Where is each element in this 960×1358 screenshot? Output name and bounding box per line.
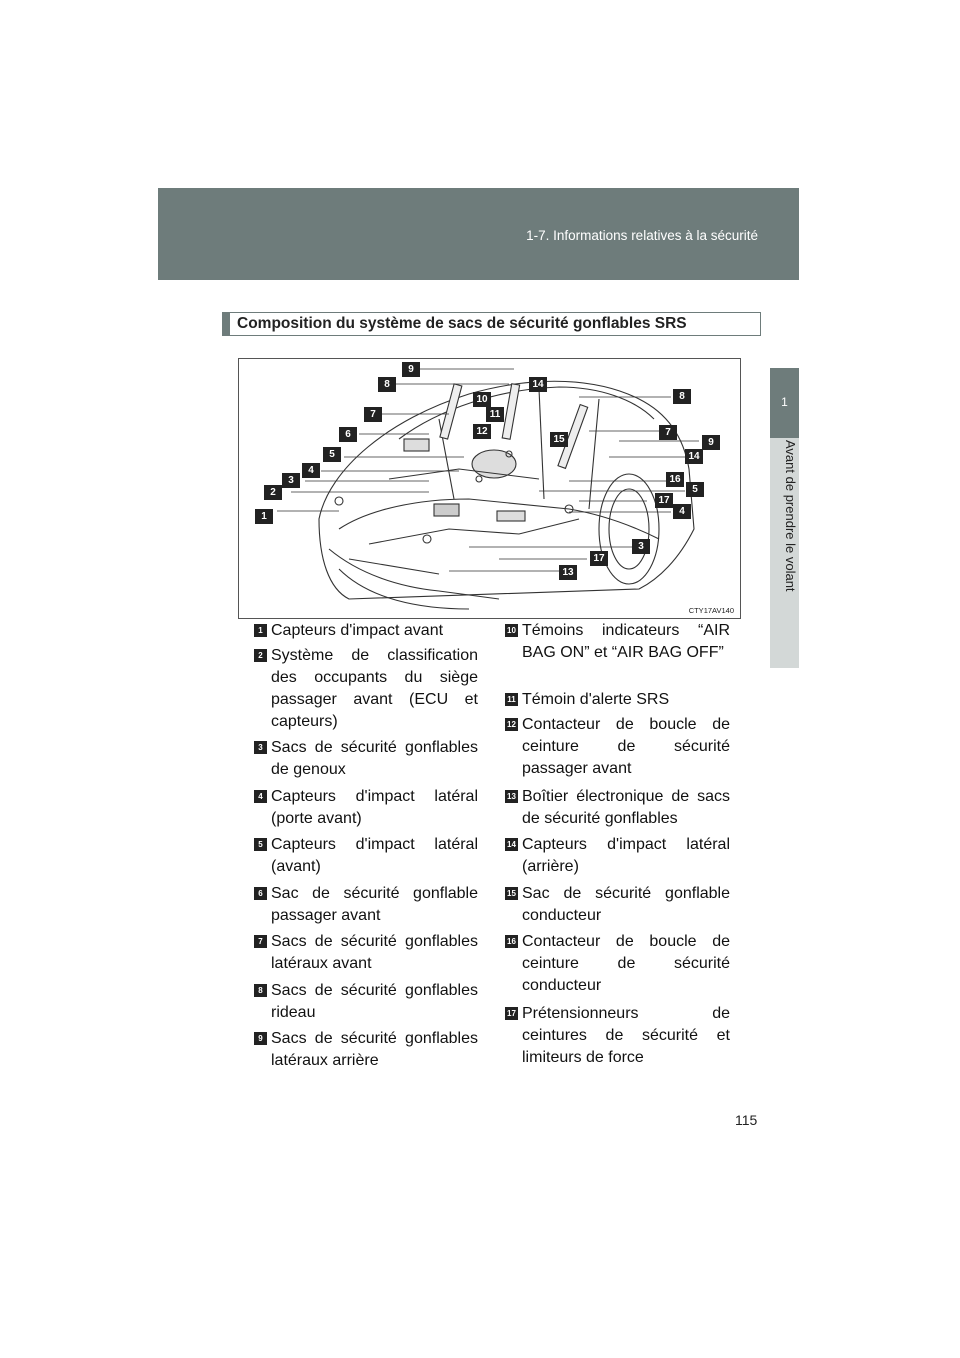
section-accent	[223, 313, 230, 335]
section-title: Composition du système de sacs de sécuri…	[237, 315, 687, 333]
figure-callout: 16	[666, 472, 684, 487]
item-number-badge: 12	[505, 718, 518, 731]
item-text: Capteurs d'impact latéral (avant)	[271, 834, 478, 878]
figure-callout: 12	[473, 424, 491, 439]
figure-callout: 9	[702, 435, 720, 450]
figure-callout: 2	[264, 485, 282, 500]
item-text: Témoins indicateurs “AIR BAG ON” et “AIR…	[522, 620, 730, 664]
figure-callout: 8	[378, 377, 396, 392]
figure-callout: 7	[659, 425, 677, 440]
item-number-badge: 14	[505, 838, 518, 851]
figure-callout: 5	[686, 482, 704, 497]
item-number-badge: 1	[254, 624, 267, 637]
figure-callout: 3	[632, 539, 650, 554]
item-text: Capteurs d'impact latéral (porte avant)	[271, 786, 478, 830]
figure-callout: 4	[673, 504, 691, 519]
item-number-badge: 13	[505, 790, 518, 803]
figure-callout: 15	[550, 432, 568, 447]
figure-code: CTY17AV140	[689, 606, 734, 615]
item-number-badge: 4	[254, 790, 267, 803]
figure-callout: 17	[655, 493, 673, 508]
item-text: Sac de sécurité gonflable conducteur	[522, 883, 730, 927]
item-text: Boîtier électronique de sacs de sécurité…	[522, 786, 730, 830]
figure-callout: 8	[673, 389, 691, 404]
figure-callout: 10	[473, 392, 491, 407]
item-number-badge: 11	[505, 693, 518, 706]
chapter-number: 1	[770, 395, 799, 409]
item-text: Contacteur de boucle de ceinture de sécu…	[522, 931, 730, 997]
item-text: Contacteur de boucle de ceinture de sécu…	[522, 714, 730, 780]
chapter-label: Avant de prendre le volant	[784, 440, 798, 660]
figure-callout: 13	[559, 565, 577, 580]
figure-callout: 1	[255, 509, 273, 524]
item-text: Sacs de sécurité gonflables rideau	[271, 980, 478, 1024]
item-number-badge: 5	[254, 838, 267, 851]
figure-callout: 6	[339, 427, 357, 442]
item-number-badge: 16	[505, 935, 518, 948]
item-number-badge: 7	[254, 935, 267, 948]
item-number-badge: 9	[254, 1032, 267, 1045]
item-number-badge: 10	[505, 624, 518, 637]
item-text: Système de classification des occupants …	[271, 645, 478, 733]
item-number-badge: 8	[254, 984, 267, 997]
item-text: Sacs de sécurité gonflables de genoux	[271, 737, 478, 781]
item-text: Sacs de sécurité gonflables latéraux ava…	[271, 931, 478, 975]
figure-callout: 4	[302, 463, 320, 478]
page-number: 115	[735, 1112, 757, 1128]
item-text: Témoin d'alerte SRS	[522, 689, 730, 711]
figure-callout: 14	[529, 377, 547, 392]
figure-callout: 17	[590, 551, 608, 566]
item-number-badge: 15	[505, 887, 518, 900]
section-header: Composition du système de sacs de sécuri…	[222, 312, 761, 336]
item-number-badge: 3	[254, 741, 267, 754]
item-text: Prétensionneurs de ceintures de sécurité…	[522, 1003, 730, 1069]
item-text: Capteurs d'impact avant	[271, 620, 478, 642]
figure-callout: 9	[402, 362, 420, 377]
figure-callout: 7	[364, 407, 382, 422]
item-text: Sac de sécurité gonflable passager avant	[271, 883, 478, 927]
item-number-badge: 2	[254, 649, 267, 662]
chapter-title: 1-7. Informations relatives à la sécurit…	[158, 228, 758, 243]
item-text: Sacs de sécurité gonflables latéraux arr…	[271, 1028, 478, 1072]
item-text: Capteurs d'impact latéral (arrière)	[522, 834, 730, 878]
figure-callout: 3	[282, 473, 300, 488]
figure-callout: 14	[685, 449, 703, 464]
airbag-diagram: 9 8 14 10 8 7 11 6 12 7 15 9 5 14 4 16 3…	[238, 358, 741, 619]
figure-callout: 5	[323, 447, 341, 462]
item-number-badge: 17	[505, 1007, 518, 1020]
figure-callout: 11	[486, 407, 504, 422]
item-number-badge: 6	[254, 887, 267, 900]
